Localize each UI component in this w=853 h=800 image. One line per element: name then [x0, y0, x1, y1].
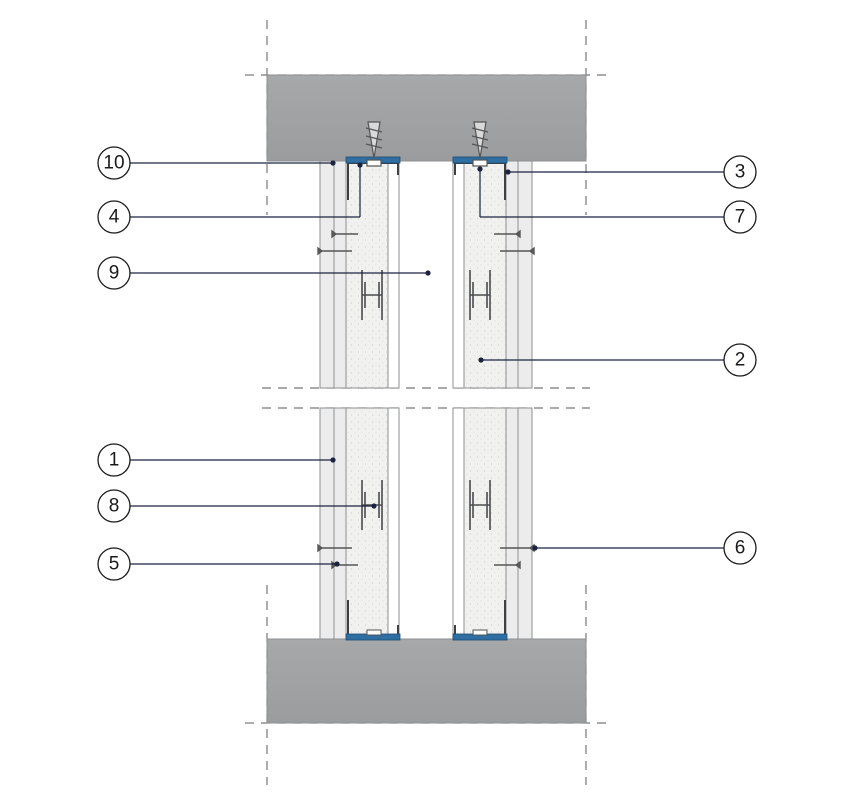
- callout-2: 2: [723, 343, 757, 377]
- svg-text:1: 1: [109, 450, 120, 471]
- svg-text:5: 5: [109, 554, 120, 575]
- anchor-left: [365, 121, 383, 167]
- board-layer-inner: [333, 160, 347, 389]
- left-wall-leaf: [317, 156, 401, 641]
- stud-flange: [387, 160, 400, 389]
- leader-lines: [130, 160, 724, 567]
- board-layer-outer: [319, 407, 335, 640]
- insulation-core: [463, 407, 507, 640]
- board-layer-inner: [505, 160, 519, 389]
- bottom-slab: [266, 638, 587, 724]
- board-layer-inner: [333, 407, 347, 640]
- callout-6: 6: [723, 531, 757, 565]
- callout-4: 4: [97, 200, 131, 234]
- board-layer-outer: [319, 160, 335, 389]
- left-leaf-lower: [319, 407, 400, 640]
- h-stud-upper-right: [469, 270, 491, 320]
- stud-flange: [452, 407, 465, 640]
- callout-7: 7: [723, 200, 757, 234]
- callout-3: 3: [723, 155, 757, 189]
- callout-9: 9: [97, 256, 131, 290]
- callout-1: 1: [97, 443, 131, 477]
- h-stud-upper-left: [361, 270, 383, 320]
- svg-text:9: 9: [109, 263, 120, 284]
- board-layer-outer: [517, 407, 533, 640]
- svg-text:3: 3: [735, 162, 746, 183]
- screws-right: [494, 229, 535, 570]
- stud-flange: [452, 160, 465, 389]
- screws-left: [317, 229, 358, 570]
- h-stud-lower-right: [469, 480, 491, 530]
- callout-5: 5: [97, 547, 131, 581]
- right-wall-leaf: [452, 156, 535, 641]
- svg-text:2: 2: [735, 350, 746, 371]
- board-layer-inner: [505, 407, 519, 640]
- anchor-bottom-left: [366, 629, 382, 636]
- callout-8: 8: [97, 489, 131, 523]
- svg-text:6: 6: [735, 538, 746, 559]
- right-leaf-upper: [452, 160, 533, 389]
- insulation-core: [345, 160, 389, 389]
- board-layer-outer: [517, 160, 533, 389]
- svg-text:10: 10: [103, 153, 124, 174]
- stud-flange: [387, 407, 400, 640]
- top-slab: [266, 74, 587, 162]
- svg-text:4: 4: [109, 207, 120, 228]
- svg-text:8: 8: [109, 496, 120, 517]
- left-leaf-upper: [319, 160, 400, 389]
- anchor-right: [471, 121, 489, 167]
- anchor-bottom-right: [472, 629, 488, 636]
- callout-10: 10: [97, 146, 131, 180]
- right-leaf-lower: [452, 407, 533, 640]
- svg-text:7: 7: [735, 207, 746, 228]
